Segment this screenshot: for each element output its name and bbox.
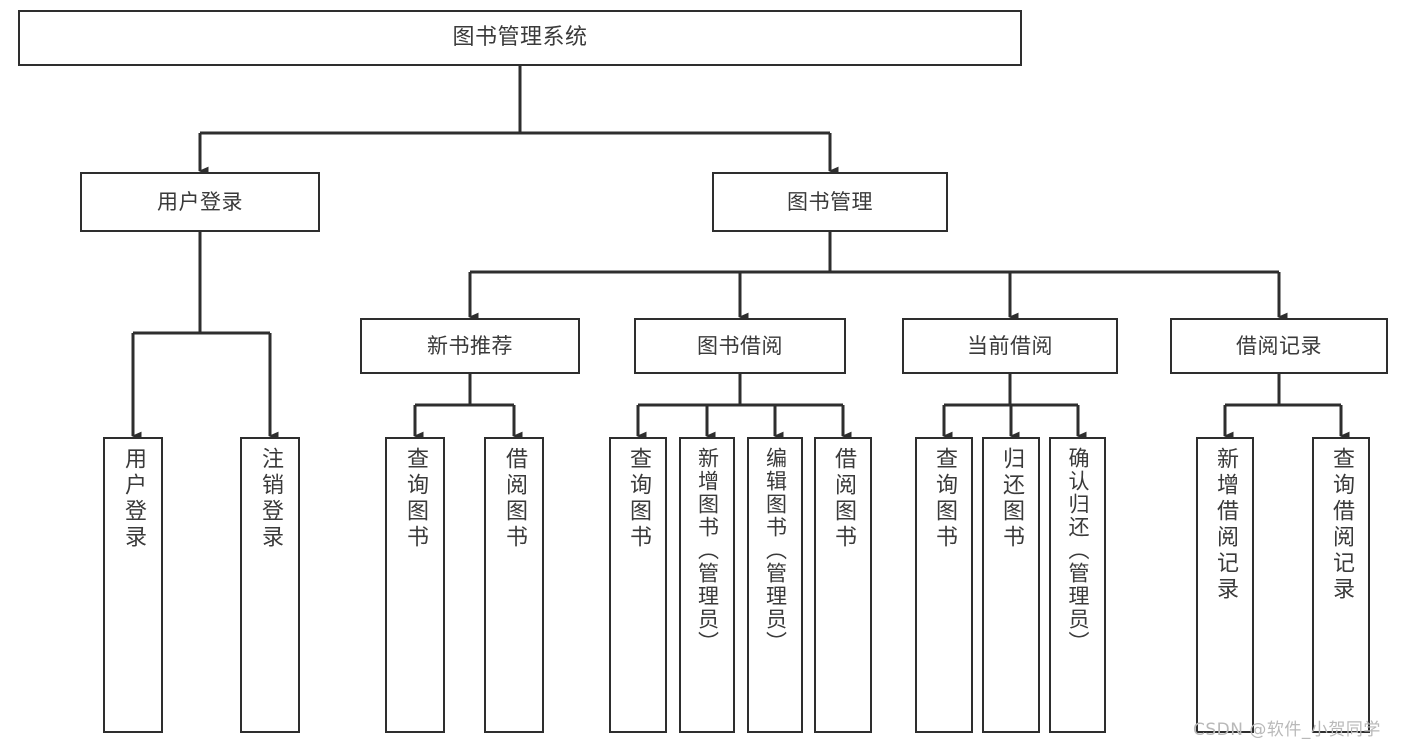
node-bookmgmt[interactable]: 图书管理 xyxy=(712,172,948,232)
node-label: 用户登录 xyxy=(157,189,243,214)
node-l5[interactable]: 查询图书 xyxy=(609,437,667,733)
node-label: 查询图书 xyxy=(626,447,651,551)
node-label: 新增借阅记录 xyxy=(1213,447,1238,603)
node-l10[interactable]: 归还图书 xyxy=(982,437,1040,733)
node-label: 图书管理 xyxy=(787,189,873,214)
node-label: 借阅记录 xyxy=(1236,333,1322,358)
node-borrow[interactable]: 图书借阅 xyxy=(634,318,846,374)
node-current[interactable]: 当前借阅 xyxy=(902,318,1118,374)
node-l6[interactable]: 新增图书（管理员） xyxy=(679,437,735,733)
node-label: 新增图书（管理员） xyxy=(695,447,720,654)
node-l9[interactable]: 查询图书 xyxy=(915,437,973,733)
node-label: 确认归还（管理员） xyxy=(1066,447,1090,654)
node-label: 查询图书 xyxy=(932,447,957,551)
node-l12[interactable]: 新增借阅记录 xyxy=(1196,437,1254,733)
node-label: 图书借阅 xyxy=(697,333,783,358)
edges xyxy=(131,66,1350,441)
node-label: 新书推荐 xyxy=(427,333,513,358)
node-label: 当前借阅 xyxy=(967,333,1053,358)
node-label: 归还图书 xyxy=(999,447,1024,551)
node-newbook[interactable]: 新书推荐 xyxy=(360,318,580,374)
node-l1[interactable]: 用户登录 xyxy=(103,437,163,733)
node-l2[interactable]: 注销登录 xyxy=(240,437,300,733)
node-l7[interactable]: 编辑图书（管理员） xyxy=(747,437,803,733)
node-label: 查询借阅记录 xyxy=(1329,447,1354,603)
node-label: 借阅图书 xyxy=(502,447,527,551)
node-label: 借阅图书 xyxy=(831,447,856,551)
node-label: 用户登录 xyxy=(121,447,146,551)
node-root[interactable]: 图书管理系统 xyxy=(18,10,1022,66)
node-l3[interactable]: 查询图书 xyxy=(385,437,445,733)
node-l13[interactable]: 查询借阅记录 xyxy=(1312,437,1370,733)
node-label: 编辑图书（管理员） xyxy=(763,447,788,654)
watermark-text: CSDN @软件_小贺同学 xyxy=(1193,720,1381,740)
node-label: 图书管理系统 xyxy=(452,25,588,51)
node-label: 注销登录 xyxy=(258,447,283,551)
node-l11[interactable]: 确认归还（管理员） xyxy=(1049,437,1106,733)
node-label: 查询图书 xyxy=(403,447,428,551)
node-l4[interactable]: 借阅图书 xyxy=(484,437,544,733)
node-l8[interactable]: 借阅图书 xyxy=(814,437,872,733)
node-records[interactable]: 借阅记录 xyxy=(1170,318,1388,374)
node-login[interactable]: 用户登录 xyxy=(80,172,320,232)
